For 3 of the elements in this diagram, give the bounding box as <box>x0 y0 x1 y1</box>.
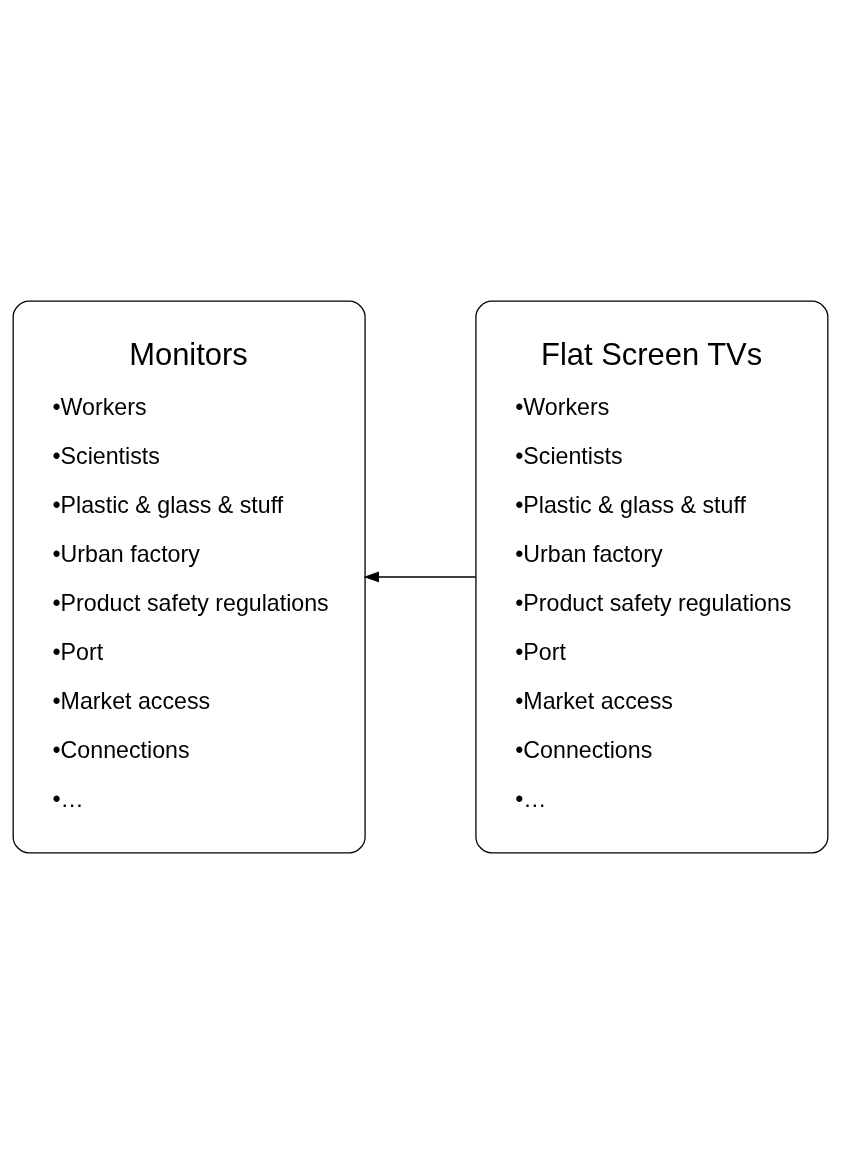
node-box: Monitors •Workers •Scientists •Plastic & glass & stuff •Urban factory •Product safety regulations •Port •Market access •Connections •… <box>12 300 366 854</box>
node-box: Flat Screen TVs •Workers •Scientists •Plastic & glass & stuff •Urban factory •Product safety regulations •Port •Market access •Connections •… <box>475 300 829 854</box>
arrow <box>363 571 477 583</box>
